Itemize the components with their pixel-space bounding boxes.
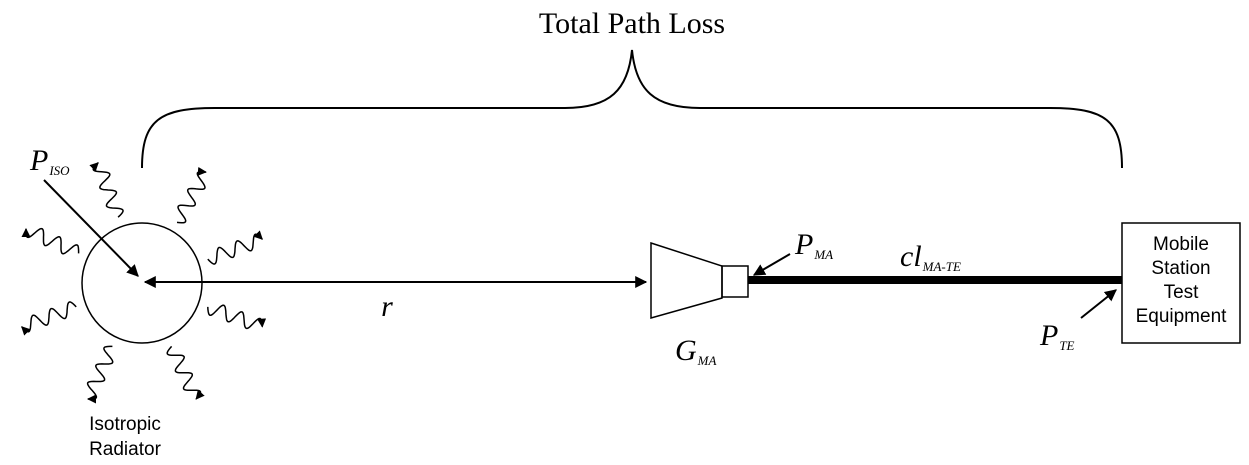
- test-equipment-label-line3: Test: [1164, 282, 1200, 303]
- g-ma-label: GMA: [675, 334, 717, 368]
- test-equipment-label-line4: Equipment: [1136, 306, 1228, 327]
- radiator-label-line2: Radiator: [89, 439, 161, 460]
- test-equipment-box: [1121, 222, 1241, 344]
- distance-r-label: r: [381, 290, 393, 323]
- test-equipment-label-line1: Mobile: [1153, 234, 1209, 255]
- radiation-rays: [21, 162, 267, 404]
- p-ma-label: PMA: [794, 228, 833, 262]
- diagram-title: Total Path Loss: [539, 7, 725, 40]
- radiation-ray-3: [21, 227, 80, 255]
- p-iso-label: PISO: [29, 144, 70, 178]
- total-path-brace: [141, 49, 1123, 169]
- p-te-label: PTE: [1039, 319, 1075, 353]
- radiation-ray-1: [176, 166, 207, 224]
- p-te-pointer-arrow: [1080, 289, 1117, 319]
- p-iso-pointer-arrow: [43, 179, 139, 277]
- radiation-ray-8: [207, 230, 263, 265]
- cable-line: [748, 276, 1122, 284]
- test-equipment-label-line2: Station: [1151, 258, 1210, 279]
- radiation-ray-2: [89, 162, 124, 218]
- radiation-ray-5: [86, 345, 114, 404]
- cable-loss-label: clMA-TE: [900, 240, 961, 274]
- p-ma-pointer-arrow: [752, 253, 791, 276]
- radiation-ray-4: [21, 301, 77, 336]
- measurement-antenna-feed: [721, 265, 749, 298]
- radiation-ray-6: [166, 345, 205, 400]
- measurement-antenna-horn: [650, 241, 723, 319]
- radiator-label-line1: Isotropic: [89, 414, 161, 435]
- radiation-ray-7: [207, 304, 267, 330]
